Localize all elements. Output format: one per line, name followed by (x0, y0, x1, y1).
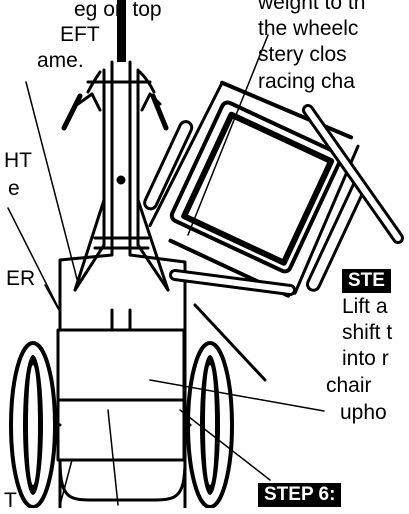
top-right-text-line-4: racing cha (258, 70, 355, 93)
right-text-line-4: chair (326, 374, 372, 397)
left-text-line-1: eg on top (74, 0, 162, 21)
left-text-line-4: HT (4, 149, 32, 172)
step-badge-step-6: STEP 6: (258, 483, 342, 507)
folded-chair-wheels (169, 104, 404, 382)
step-badge-top: STE (342, 269, 391, 293)
left-text-line-2: EFT (60, 23, 100, 46)
leader-lines (7, 34, 325, 506)
left-text-line-5: e (8, 177, 20, 200)
right-text-line-1: Lift a (342, 295, 388, 318)
top-right-text-line-2: the wheelc (258, 17, 359, 40)
left-text-line-7: T (4, 489, 17, 512)
right-text-line-3: into r (342, 347, 389, 370)
top-right-text-line-3: stery clos (258, 43, 347, 66)
racing-chair-frame (9, 0, 234, 508)
left-text-line-3: ame. (37, 49, 84, 72)
top-right-text-line-1: weight to th (258, 0, 366, 14)
right-text-line-5: upho (340, 401, 387, 424)
left-text-line-6: ER (6, 267, 36, 290)
folded-chair (143, 80, 367, 298)
right-text-line-2: shift t (342, 321, 393, 344)
